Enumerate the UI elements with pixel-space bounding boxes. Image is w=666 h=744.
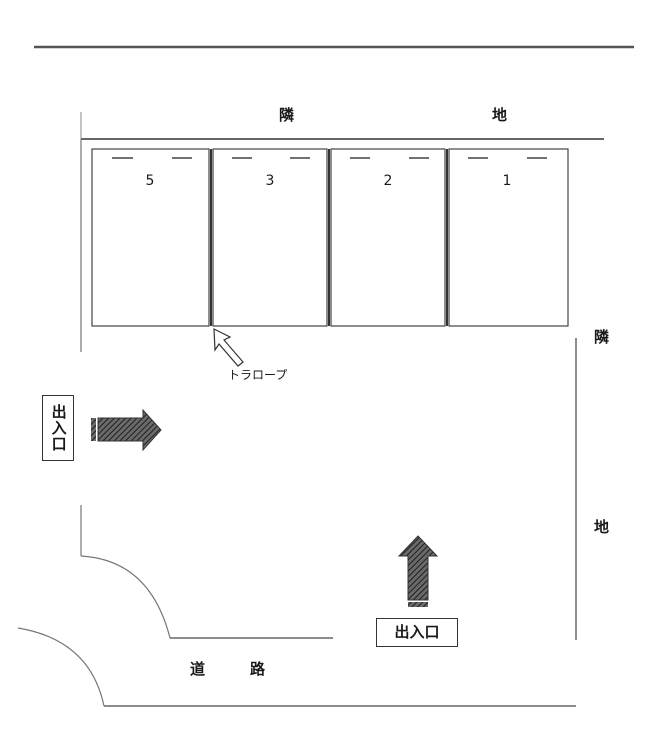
rope-label: トラロープ bbox=[228, 368, 288, 382]
stall-5-box bbox=[91, 148, 210, 327]
stall-number-3: 3 bbox=[265, 173, 275, 189]
hatched-arrow-up-icon bbox=[397, 535, 439, 607]
outline-arrow-icon bbox=[213, 328, 244, 367]
hatched-arrow-right-icon bbox=[91, 408, 162, 452]
neighbor-top-label-2: 地 bbox=[492, 106, 508, 124]
stall-number-1: 1 bbox=[502, 173, 512, 189]
road-curve-outer bbox=[17, 627, 105, 707]
stall-number-5: 5 bbox=[145, 173, 155, 189]
neighbor-right-label-2: 地 bbox=[594, 518, 610, 536]
neighbor-top-label-1: 隣 bbox=[279, 106, 295, 124]
road-label-2: 路 bbox=[250, 660, 266, 678]
stall-3-box bbox=[212, 148, 328, 327]
stall-1-box bbox=[448, 148, 569, 327]
road-label-1: 道 bbox=[190, 660, 206, 678]
entrance-left-label: 出入口 bbox=[49, 404, 68, 452]
stall-2-box bbox=[330, 148, 446, 327]
entrance-bottom-sign: 出入口 bbox=[376, 618, 458, 647]
entrance-left-sign: 出入口 bbox=[42, 395, 74, 461]
corner-arc bbox=[80, 555, 171, 639]
neighbor-right-label-1: 隣 bbox=[594, 328, 610, 346]
entrance-bottom-label: 出入口 bbox=[394, 622, 440, 641]
stall-number-2: 2 bbox=[383, 173, 393, 189]
